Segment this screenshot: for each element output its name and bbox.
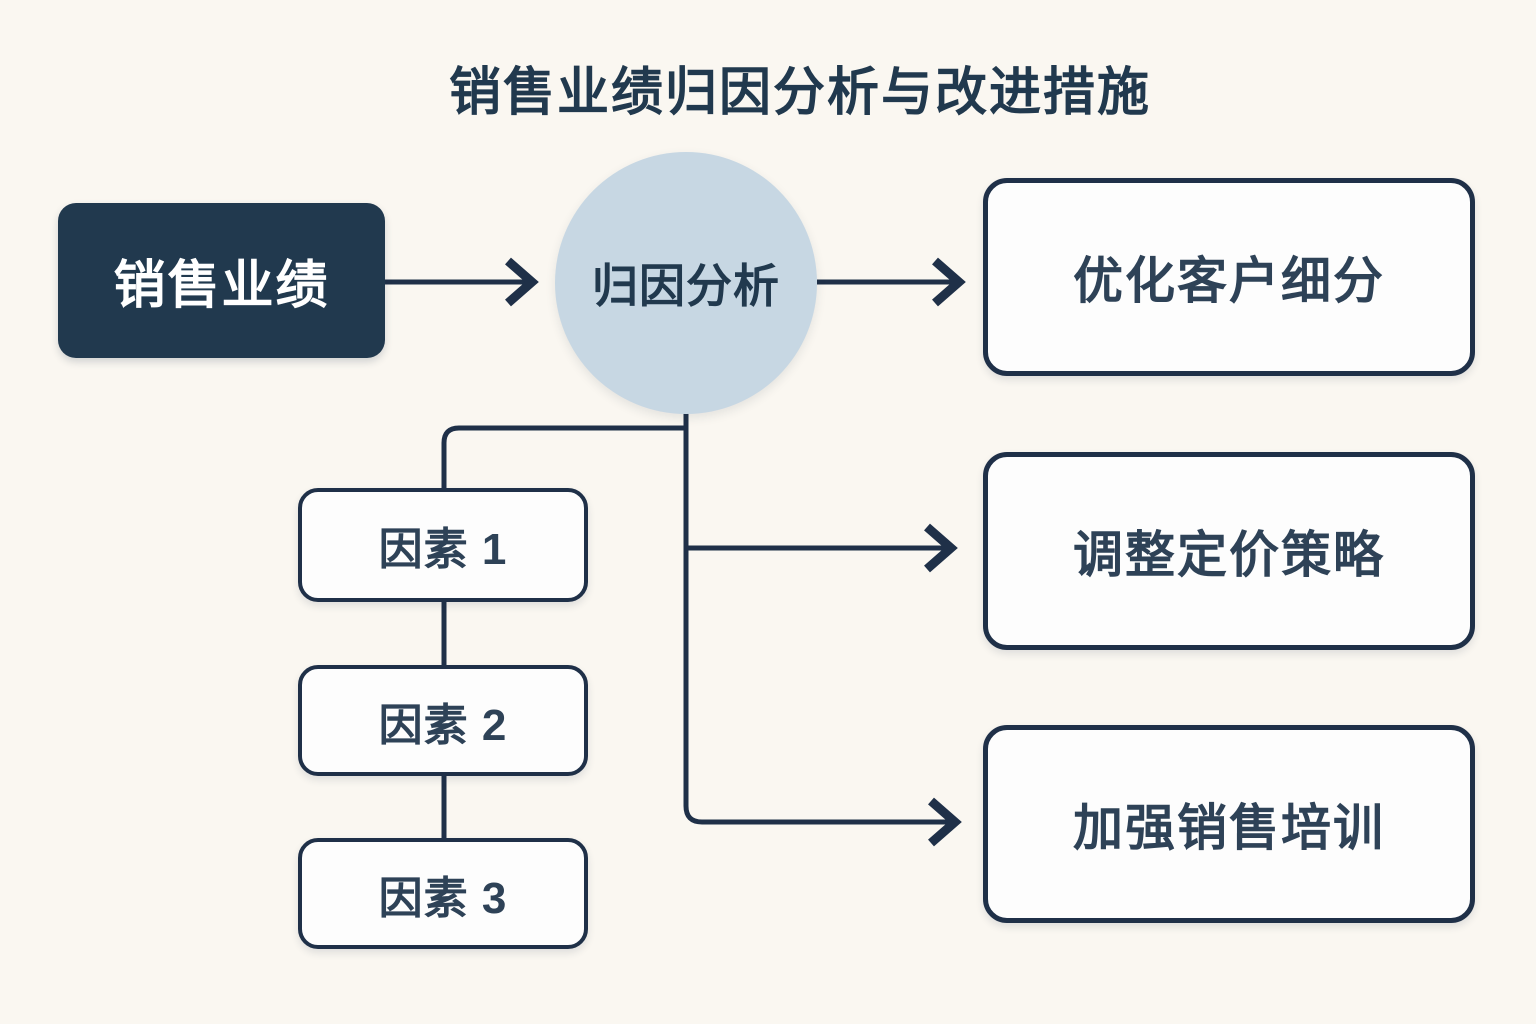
connector-analysis-to-factor-1 — [441, 425, 686, 489]
node-factor-2: 因素 2 — [298, 665, 588, 776]
arrow-analysis-to-training — [683, 408, 962, 847]
node-attribution-analysis: 归因分析 — [555, 152, 817, 414]
arrow-analysis-to-optimize — [817, 257, 966, 307]
node-factor-3: 因素 3 — [298, 838, 588, 949]
diagram-title: 销售业绩归因分析与改进措施 — [448, 64, 1151, 122]
arrow-analysis-to-pricing — [686, 523, 958, 573]
node-factor-1: 因素 1 — [298, 488, 588, 602]
node-action-optimize-segmentation: 优化客户细分 — [983, 178, 1475, 376]
node-action-strengthen-training: 加强销售培训 — [983, 725, 1475, 923]
arrow-sales-to-analysis — [385, 257, 539, 307]
node-sales-performance: 销售业绩 — [58, 203, 385, 358]
node-action-adjust-pricing: 调整定价策略 — [983, 452, 1475, 650]
